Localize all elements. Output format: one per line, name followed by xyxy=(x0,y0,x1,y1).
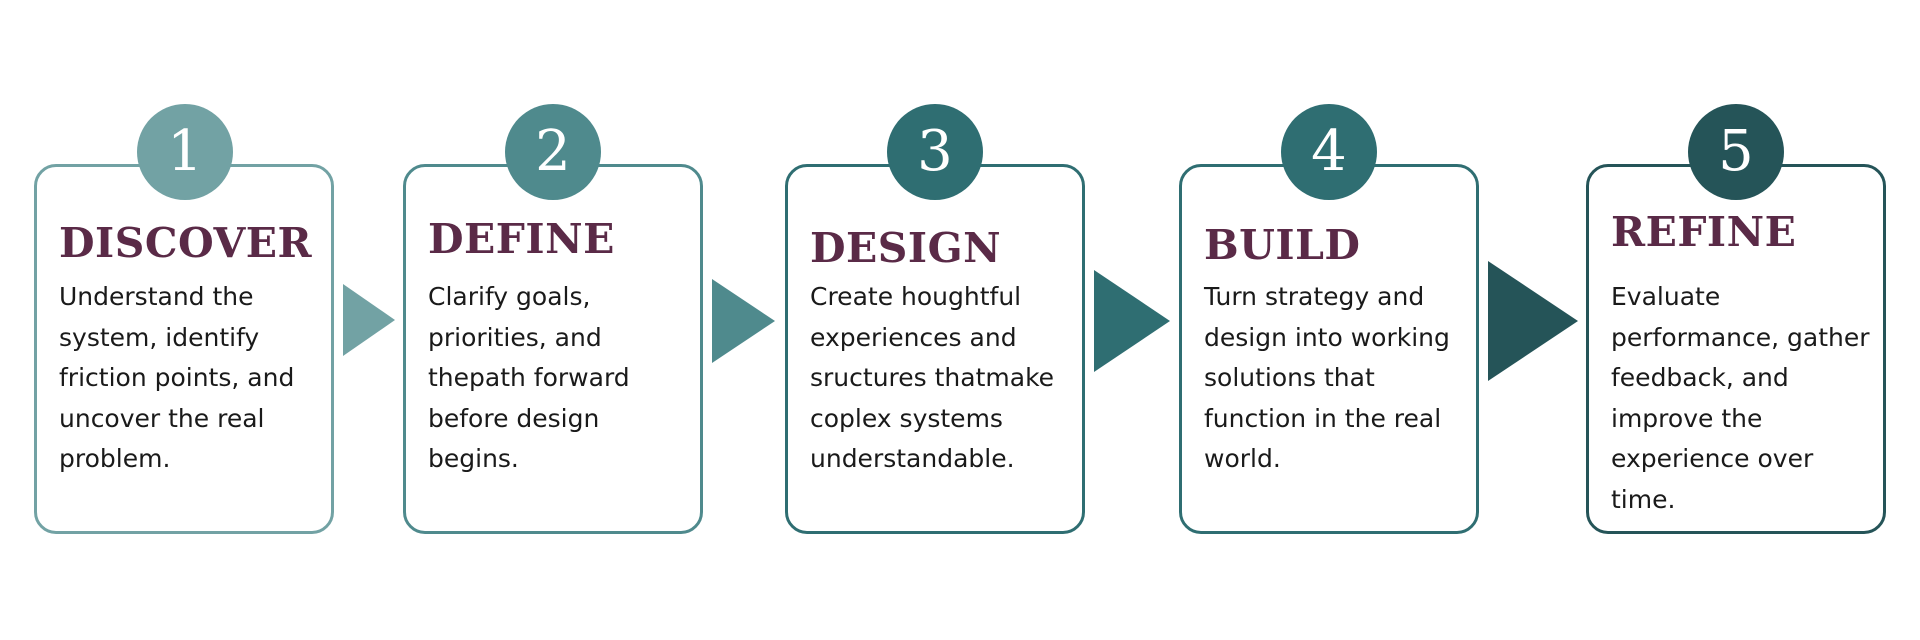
step-card-define: DEFINE Clarify goals, priorities, and th… xyxy=(403,164,703,534)
step-title: REFINE xyxy=(1611,208,1797,256)
step-card-discover: DISCOVER Understand the system, identify… xyxy=(34,164,334,534)
step-description: Understand the system, identify friction… xyxy=(59,282,295,473)
step-number-badge: 4 xyxy=(1281,104,1377,200)
step-title: DISCOVER xyxy=(59,219,313,267)
arrow-right-icon xyxy=(712,279,775,363)
step-title: BUILD xyxy=(1204,221,1361,269)
step-number-badge: 5 xyxy=(1688,104,1784,200)
step-title: DESIGN xyxy=(810,224,1002,272)
step-description: Turn strategy and design into working so… xyxy=(1204,282,1450,473)
step-title: DEFINE xyxy=(428,215,615,263)
step-number-badge: 3 xyxy=(887,104,983,200)
step-card-refine: REFINE Evaluate performance, gather feed… xyxy=(1586,164,1886,534)
arrow-right-icon xyxy=(1094,270,1170,372)
step-number-badge: 2 xyxy=(505,104,601,200)
arrow-right-icon xyxy=(343,284,395,356)
step-description: Create houghtful experiences and sructur… xyxy=(810,282,1055,473)
step-description: Evaluate performance, gather feedback, a… xyxy=(1611,282,1870,514)
step-card-design: DESIGN Create houghtful experiences and … xyxy=(785,164,1085,534)
step-number-badge: 1 xyxy=(137,104,233,200)
step-description: Clarify goals, priorities, and thepath f… xyxy=(428,282,630,473)
arrow-right-icon xyxy=(1488,261,1578,381)
step-card-build: BUILD Turn strategy and design into work… xyxy=(1179,164,1479,534)
